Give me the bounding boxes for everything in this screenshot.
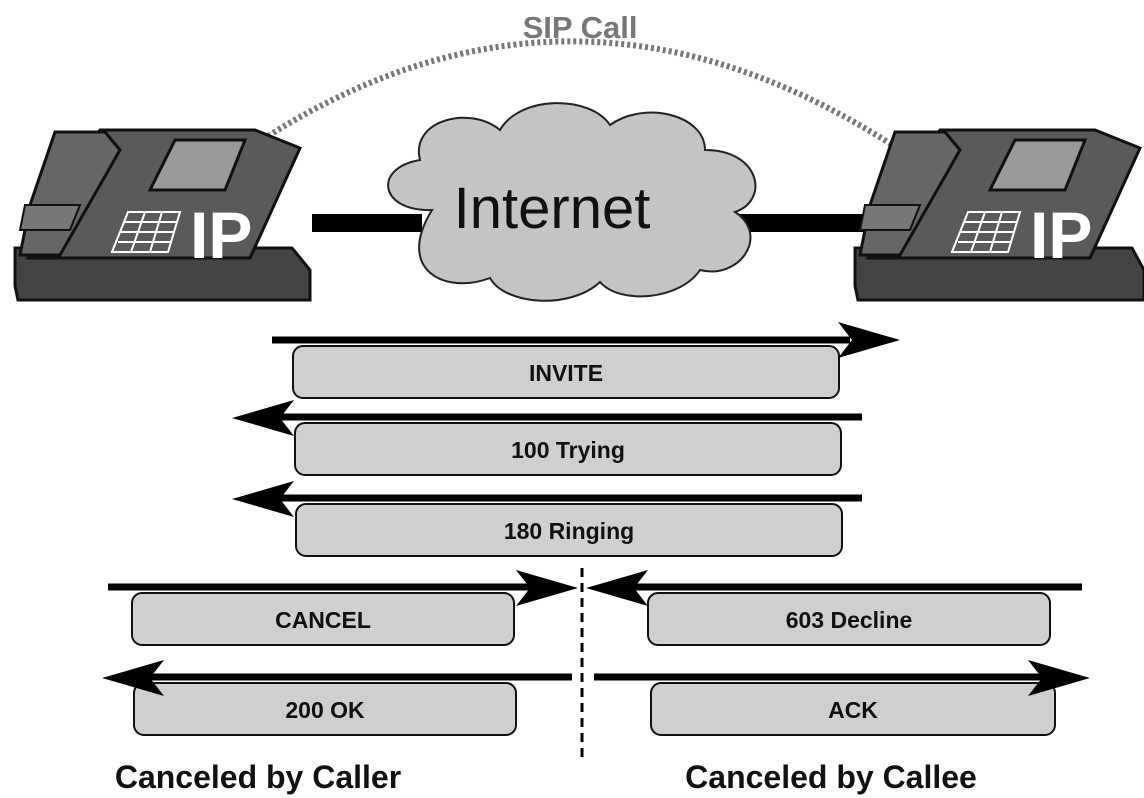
message-invite: INVITE [292,345,840,399]
message-180-ringing: 180 Ringing [295,503,843,557]
arrow-100-trying [232,400,862,436]
arrow-cancel [108,570,578,606]
message-180-ringing-label: 180 Ringing [504,518,634,544]
arrow-200-ok [102,660,572,696]
keypad-icon [950,211,1022,253]
message-200-ok-label: 200 OK [285,697,365,723]
message-cancel-label: CANCEL [275,607,371,633]
message-cancel: CANCEL [131,592,515,646]
message-100-trying-label: 100 Trying [511,437,625,463]
caller-ip-label: IP [190,198,252,272]
caption-callee: Canceled by Callee [685,759,977,795]
arrow-180-ringing [232,481,862,517]
message-ack: ACK [650,682,1056,736]
callee-ip-label: IP [1030,198,1092,272]
caption-caller: Canceled by Caller [115,759,401,795]
internet-cloud: Internet [387,102,757,302]
caller-phone: IP [13,128,312,302]
keypad-icon [110,211,182,253]
caller-phone-screen-icon [147,138,248,192]
message-603-decline-label: 603 Decline [786,607,913,633]
arrow-603-decline [586,570,1082,606]
callee-phone-screen-icon [987,138,1088,192]
message-603-decline: 603 Decline [647,592,1051,646]
link-left [312,214,422,232]
arrow-ack [594,660,1090,696]
arrow-invite [272,322,900,358]
link-right [740,214,870,232]
callee-phone: IP [853,128,1144,302]
internet-label: Internet [454,176,651,241]
message-100-trying: 100 Trying [294,422,842,476]
message-200-ok: 200 OK [133,682,517,736]
message-invite-label: INVITE [529,360,603,386]
sip-call-arc [266,38,903,153]
message-ack-label: ACK [828,697,878,723]
